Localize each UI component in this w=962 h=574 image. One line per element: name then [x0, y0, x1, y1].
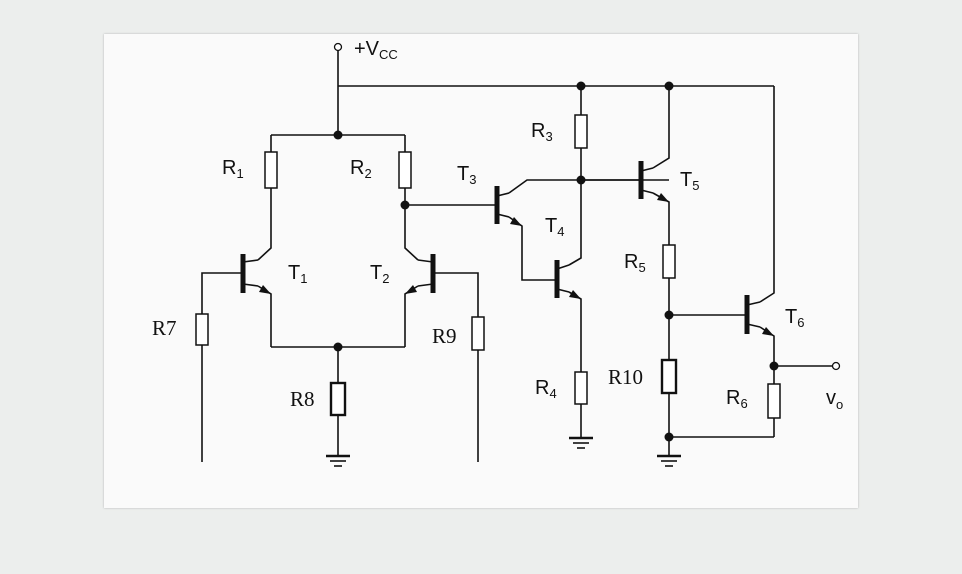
t2-emitter-arrow	[405, 285, 417, 294]
resistor-r4	[574, 371, 588, 405]
resistor-r2	[398, 151, 412, 189]
wires	[201, 50, 834, 462]
label-t3: T3	[457, 163, 476, 187]
t5-emitter-arrow	[657, 193, 669, 202]
resistor-r1	[264, 151, 278, 189]
output-terminal	[831, 361, 841, 371]
label-r4: R4	[535, 377, 557, 401]
emitter-arrows	[259, 193, 774, 336]
resistor-r5	[662, 244, 676, 279]
label-r5: R5	[624, 251, 646, 275]
schematic-canvas: +VCC R1 R2 R3 R4 R5 R6 R7 R8 R9 R10 T1 T…	[104, 34, 858, 508]
label-r8: R8	[290, 387, 315, 411]
ground-symbol-r4	[569, 436, 593, 449]
resistor-bodies	[195, 114, 781, 419]
label-r7: R7	[152, 316, 177, 340]
t3-emitter-arrow	[510, 217, 522, 226]
t1-emitter-arrow	[259, 285, 271, 294]
junction-dots	[333, 81, 779, 442]
supply-label: +VCC	[354, 38, 398, 62]
resistor-r3	[574, 114, 588, 149]
output-label: vo	[826, 387, 843, 412]
t4-emitter-arrow	[569, 290, 581, 299]
label-r9: R9	[432, 324, 457, 348]
resistor-r9	[471, 316, 485, 351]
ground-symbol-r8	[326, 454, 350, 467]
circuit-schematic: +VCC R1 R2 R3 R4 R5 R6 R7 R8 R9 R10 T1 T…	[152, 38, 843, 467]
label-r3: R3	[531, 120, 553, 144]
label-t4: T4	[545, 215, 564, 239]
resistor-r10	[660, 358, 678, 395]
transistor-bases	[240, 161, 750, 334]
resistor-r7	[195, 313, 209, 346]
resistor-r6	[767, 383, 781, 419]
label-t2: T2	[370, 262, 389, 286]
label-r6: R6	[726, 387, 748, 411]
t6-emitter-arrow	[762, 327, 774, 336]
label-t1: T1	[288, 262, 307, 286]
label-t6: T6	[785, 306, 804, 330]
label-r1: R1	[222, 157, 244, 181]
label-r10: R10	[608, 365, 643, 389]
label-r2: R2	[350, 157, 372, 181]
transistor-leads	[242, 167, 761, 328]
ground-symbol-r10	[657, 454, 681, 467]
vcc-terminal	[333, 42, 343, 52]
label-t5: T5	[680, 169, 699, 193]
resistor-r8	[329, 381, 347, 417]
